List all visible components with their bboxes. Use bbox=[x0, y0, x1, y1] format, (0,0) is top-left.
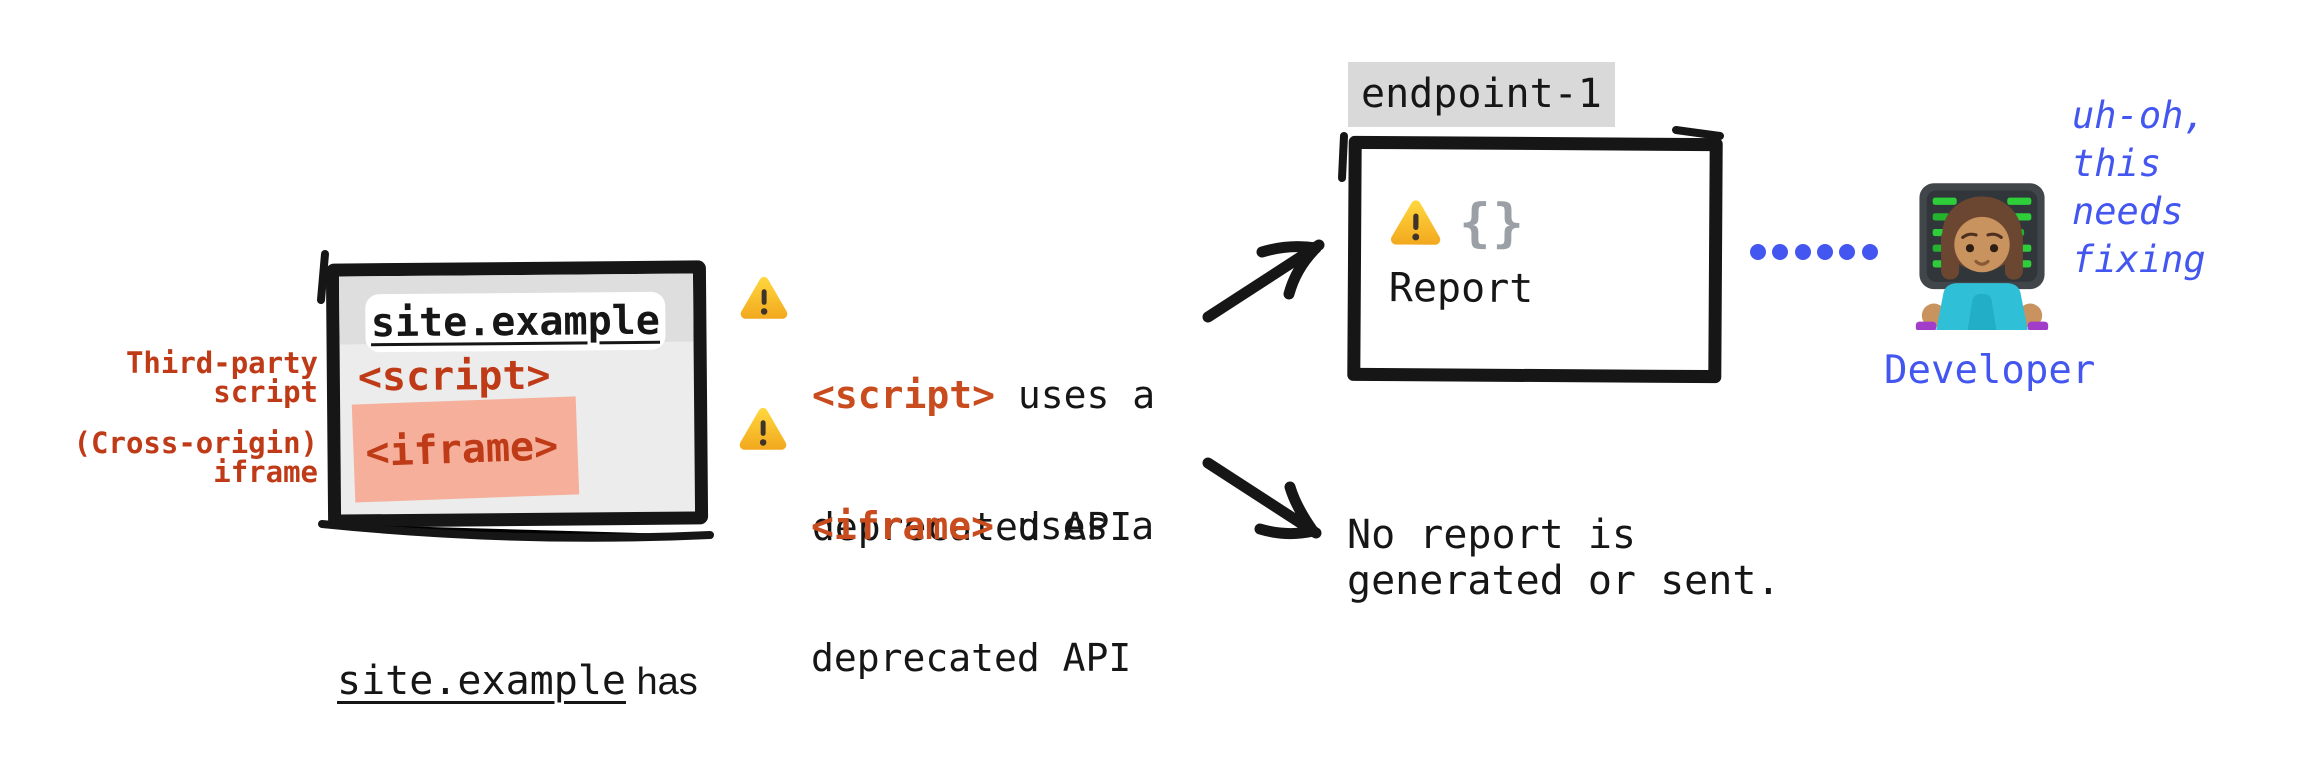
blue-dotted-line bbox=[1750, 244, 1878, 260]
report-icon-row: {} bbox=[1388, 193, 1526, 254]
warning-script-text: <script> uses a deprecated API bbox=[812, 285, 1155, 637]
warning-triangle-icon bbox=[737, 404, 789, 456]
script-tag-text: <script> bbox=[357, 352, 551, 401]
warning-script-line2: deprecated API bbox=[812, 505, 1133, 549]
iframe-tag-text: <iframe> bbox=[364, 423, 559, 477]
caption-has: has bbox=[625, 661, 698, 703]
developer-speech: uh-oh, this needs fixing bbox=[2072, 94, 2206, 281]
caption-site: site.example bbox=[337, 658, 626, 704]
warning-iframe-text: <iframe> uses a deprecated API bbox=[811, 416, 1154, 762]
browser-window: site.example <script> <iframe> bbox=[325, 260, 709, 528]
arrow-to-no-report bbox=[1202, 457, 1322, 540]
site-url: site.example bbox=[370, 297, 661, 347]
endpoint-label-text: endpoint-1 bbox=[1348, 62, 1615, 127]
warning-script-rest: uses a bbox=[995, 373, 1156, 417]
url-bar: site.example bbox=[365, 291, 666, 353]
endpoint-box: {} Report bbox=[1347, 135, 1723, 384]
warning-iframe-line2: deprecated API bbox=[811, 636, 1132, 680]
warning-iframe-code: <iframe> bbox=[811, 504, 995, 548]
woman-technologist-emoji bbox=[1915, 183, 2049, 330]
label-cross-origin-iframe: (Cross-origin) iframe bbox=[73, 426, 318, 489]
warning-script-code: <script> bbox=[812, 373, 996, 417]
no-report-text: No report is generated or sent. bbox=[1347, 512, 1781, 604]
iframe-highlight: <iframe> bbox=[351, 396, 580, 503]
endpoint-label: endpoint-1 bbox=[1348, 62, 1615, 127]
developer-label: Developer bbox=[1884, 348, 2096, 393]
warning-iframe: <iframe> uses a deprecated API bbox=[737, 404, 1154, 762]
warning-triangle-icon bbox=[738, 273, 790, 325]
warning-script: <script> uses a deprecated API bbox=[738, 273, 1155, 637]
caption-line-1: site.example has bbox=[337, 653, 891, 710]
warning-triangle-icon bbox=[1388, 196, 1443, 251]
json-braces-icon: {} bbox=[1459, 193, 1527, 254]
report-text: Report bbox=[1388, 265, 1534, 312]
caption: site.example has Reporting-Endpoints set… bbox=[337, 541, 891, 762]
label-third-party-script: Third-party script bbox=[125, 346, 318, 409]
warning-iframe-rest: uses a bbox=[994, 504, 1155, 548]
arrow-to-endpoint bbox=[1202, 239, 1325, 323]
